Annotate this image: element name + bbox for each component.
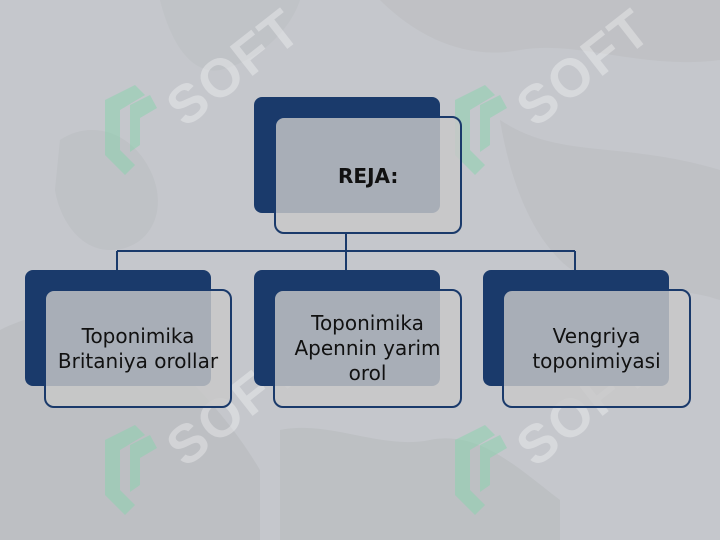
watermark: SOFT xyxy=(95,337,312,520)
watermark: SOFT xyxy=(445,337,662,520)
child-node-label: Vengriya toponimiyasi xyxy=(532,323,661,373)
child-node-label: Toponimika Apennin yarim orol xyxy=(294,311,441,385)
soft-logo-icon xyxy=(105,85,157,175)
child-node-britaniya: Toponimika Britaniya orollar xyxy=(44,289,232,408)
child-node-label: Toponimika Britaniya orollar xyxy=(57,323,219,373)
soft-logo-icon xyxy=(455,425,507,515)
root-node-label: REJA: xyxy=(338,164,399,188)
root-node: REJA: xyxy=(274,116,462,234)
watermark: SOFT xyxy=(95,0,312,180)
soft-logo-icon xyxy=(105,425,157,515)
child-node-vengriya: Vengriya toponimiyasi xyxy=(502,289,691,408)
soft-logo-icon xyxy=(455,85,507,175)
child-node-apennin: Toponimika Apennin yarim orol xyxy=(273,289,462,408)
watermark: SOFT xyxy=(445,0,662,180)
